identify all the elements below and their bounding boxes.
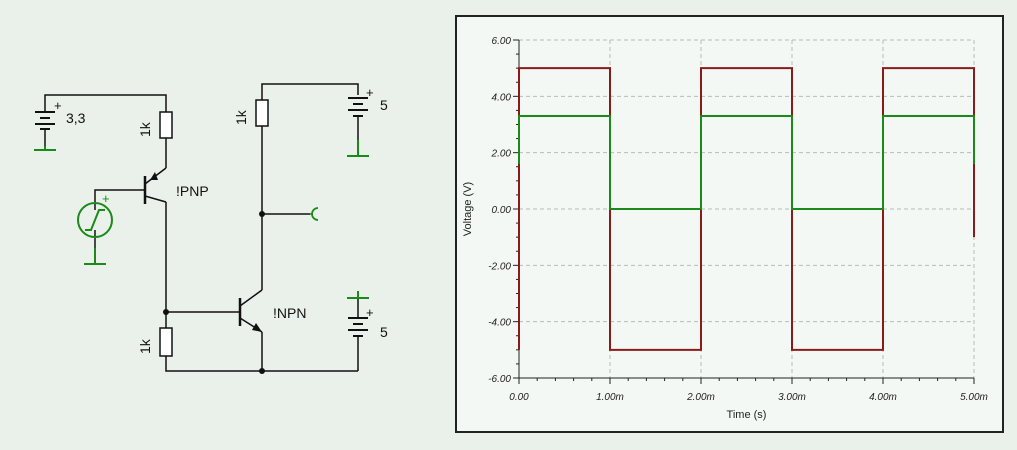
resistor-r3-label: 1k — [137, 338, 153, 354]
y-tick-label: -6.00 — [488, 374, 511, 385]
junction-dot — [259, 368, 265, 374]
x-tick-label: 2.00m — [686, 392, 715, 403]
junction-dot — [259, 211, 265, 217]
resistor-r2-icon[interactable] — [255, 99, 269, 127]
svg-text:+: + — [366, 305, 374, 320]
resistor-r3-icon[interactable] — [159, 327, 173, 357]
ground-left-icon — [34, 146, 56, 151]
ground-top-right-icon — [347, 140, 369, 157]
y-axis-label: Voltage (V) — [462, 182, 474, 236]
y-tick-label: 0.00 — [492, 205, 512, 216]
x-tick-label: 5.00m — [960, 392, 988, 403]
step-source-icon[interactable]: + — [77, 191, 113, 238]
battery-bottom-right-icon[interactable]: + — [348, 305, 374, 352]
plot-window: 0.00 1.00m 2.00m 3.00m 4.00m 5.00m 6.00 4.00 2.0… — [455, 15, 1004, 433]
y-tick-label: -4.00 — [488, 318, 511, 329]
junction-dots — [163, 211, 265, 374]
x-tick-label: 4.00m — [869, 392, 897, 403]
chart-tick-labels: 0.00 1.00m 2.00m 3.00m 4.00m 5.00m 6.00 4.00 2.0… — [488, 36, 988, 403]
battery-top-right-icon[interactable]: + — [348, 85, 374, 117]
chart-grid — [518, 39, 975, 379]
resistor-r1-icon[interactable] — [159, 111, 173, 139]
junction-dot — [163, 309, 169, 315]
circuit-schematic: + 3,3 1k !PNP + 1k + 5 — [34, 83, 388, 374]
y-tick-label: 6.00 — [492, 36, 512, 47]
svg-text:+: + — [366, 85, 374, 100]
pnp-transistor-icon[interactable] — [137, 167, 167, 204]
ground-bottom-right-icon — [347, 291, 369, 299]
x-tick-label: 1.00m — [596, 392, 624, 403]
supply-left-label: 3,3 — [66, 110, 86, 126]
y-tick-label: 2.00 — [491, 149, 512, 160]
svg-text:+: + — [102, 191, 110, 206]
x-axis-label: Time (s) — [727, 409, 767, 421]
supply-bottom-right-label: 5 — [380, 324, 388, 340]
supply-top-right-label: 5 — [380, 97, 388, 113]
resistor-r2-label: 1k — [233, 109, 249, 125]
battery-left-icon[interactable]: + — [35, 97, 62, 130]
pnp-transistor-label: !PNP — [176, 183, 209, 199]
npn-transistor-label: !NPN — [273, 305, 306, 321]
resistor-r1-label: 1k — [137, 121, 153, 137]
series-line-1 — [518, 67, 975, 351]
y-tick-label: -2.00 — [488, 261, 511, 272]
ground-source-icon — [84, 248, 106, 265]
x-tick-label: 3.00m — [778, 392, 806, 403]
series-line-2 — [518, 115, 975, 210]
circuit-wires — [44, 83, 359, 372]
voltage-time-chart: 0.00 1.00m 2.00m 3.00m 4.00m 5.00m 6.00 4.00 2.0… — [462, 36, 988, 421]
chart-series — [518, 67, 975, 351]
y-tick-label: 4.00 — [492, 92, 512, 103]
npn-transistor-icon[interactable] — [238, 289, 263, 333]
svg-text:+: + — [54, 98, 62, 113]
x-tick-label: 0.00 — [509, 392, 529, 403]
